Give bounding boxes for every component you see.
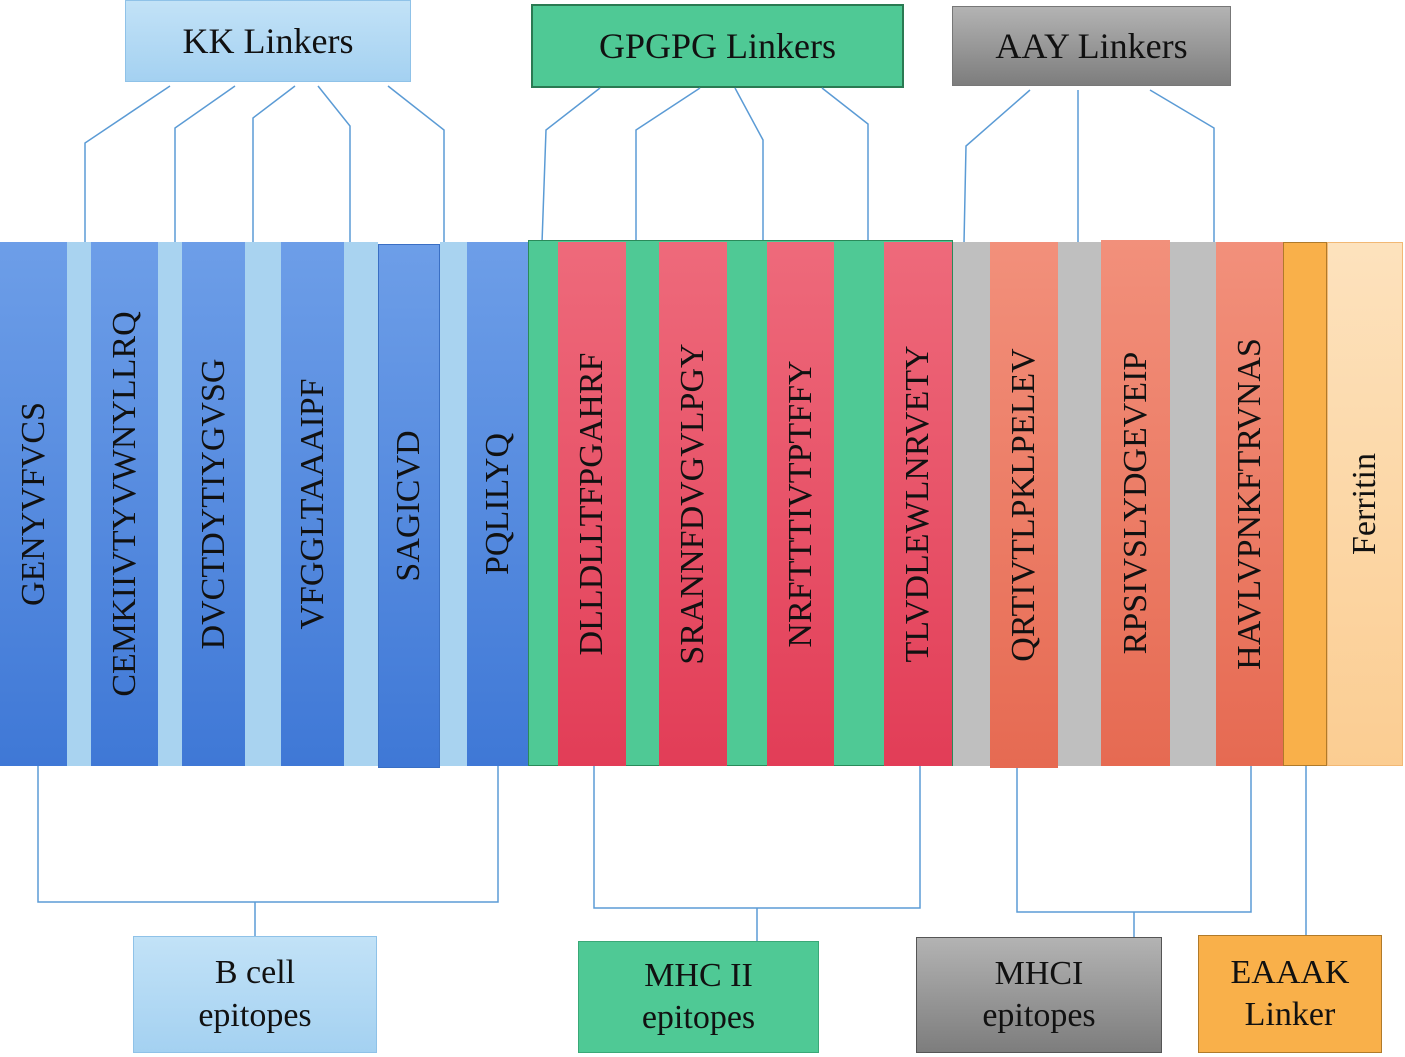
- eaaak-linker-box: EAAAK Linker: [1198, 935, 1382, 1053]
- segment-label: SRANNFDVGVLPGY: [674, 343, 711, 665]
- ferritin-bar: Ferritin: [1327, 242, 1403, 766]
- kk-linker-bar: [245, 242, 281, 766]
- mhc1-label-line2: epitopes: [982, 997, 1096, 1034]
- kk-linker-bar: [344, 242, 378, 766]
- bcell-epitope-bar: GENYVFVCS: [0, 242, 67, 766]
- segment-label: PQLILYQ: [478, 432, 516, 576]
- eaaak-label-line2: Linker: [1244, 996, 1336, 1033]
- bcell-epitope-bar: CEMKIIVTYVWNYLLRQ: [91, 242, 158, 766]
- gpgpg-linkers-box: GPGPG Linkers: [531, 4, 904, 88]
- segment-label: DLLDLLTFPGAHRF: [573, 352, 610, 656]
- mhc2-epitope-bar: TLVDLEWLNRVETY: [884, 242, 952, 766]
- gpgpg-linkers-label: GPGPG Linkers: [598, 25, 836, 66]
- segment-label: RPSIVSLYDGEVEIP: [1116, 351, 1154, 655]
- mhc2-epitope-bar: DLLDLLTFPGAHRF: [558, 242, 626, 766]
- kk-linker-bar: [67, 242, 91, 766]
- segment-label: DVCTDYTIYGVSG: [194, 358, 232, 650]
- bcell-epitope-bar: SAGICVD: [378, 244, 440, 768]
- mhc2-epitope-bar: SRANNFDVGVLPGY: [659, 242, 727, 766]
- segment-label: CEMKIIVTYVWNYLLRQ: [105, 311, 143, 697]
- segment-label: NRFTTTIVTPTFFY: [781, 360, 819, 648]
- bcell-epitope-bar: DVCTDYTIYGVSG: [182, 242, 245, 766]
- ferritin-label: Ferritin: [1346, 453, 1383, 555]
- eaaak-linker-bar: [1283, 242, 1327, 766]
- mhc1-epitopes-box: MHCI epitopes: [916, 937, 1162, 1053]
- eaaak-label-line1: EAAAK: [1230, 953, 1350, 991]
- segment-label: TLVDLEWLNRVETY: [899, 345, 936, 663]
- bcell-epitopes-box: B cell epitopes: [133, 936, 377, 1053]
- mhc2-epitopes-box: MHC II epitopes: [578, 941, 819, 1053]
- mhc1-epitope-bar: RPSIVSLYDGEVEIP: [1101, 240, 1170, 766]
- kk-linkers-label: KK Linkers: [182, 20, 354, 61]
- aay-linkers-box: AAY Linkers: [952, 6, 1231, 86]
- mhc2-epitope-bar: NRFTTTIVTPTFFY: [767, 242, 834, 766]
- mhc1-epitope-bar: QRTIVTLPKLPELEV: [990, 242, 1058, 768]
- bcell-epitope-bar: PQLILYQ: [467, 242, 528, 766]
- segment-label: SAGICVD: [390, 430, 427, 582]
- segment-label: QRTIVTLPKLPELEV: [1005, 348, 1042, 662]
- kk-linker-bar: [158, 242, 182, 766]
- kk-linker-bar: [440, 242, 467, 766]
- bcell-label-line2: epitopes: [198, 996, 312, 1034]
- mhc1-epitope-bar: HAVLVPNKFTRVNAS: [1216, 242, 1283, 766]
- bcell-label-line1: B cell: [214, 954, 296, 991]
- aay-linkers-label: AAY Linkers: [995, 25, 1188, 66]
- kk-linkers-box: KK Linkers: [125, 0, 411, 82]
- segment-label: VFGGLTAAAIPF: [293, 378, 331, 630]
- bcell-epitope-bar: VFGGLTAAAIPF: [281, 242, 344, 766]
- mhc2-label-line2: epitopes: [641, 999, 756, 1036]
- mhc1-label-line1: MHCI: [994, 954, 1084, 992]
- segment-label: HAVLVPNKFTRVNAS: [1230, 338, 1268, 670]
- segment-label: GENYVFVCS: [14, 401, 52, 607]
- mhc2-label-line1: MHC II: [644, 956, 753, 994]
